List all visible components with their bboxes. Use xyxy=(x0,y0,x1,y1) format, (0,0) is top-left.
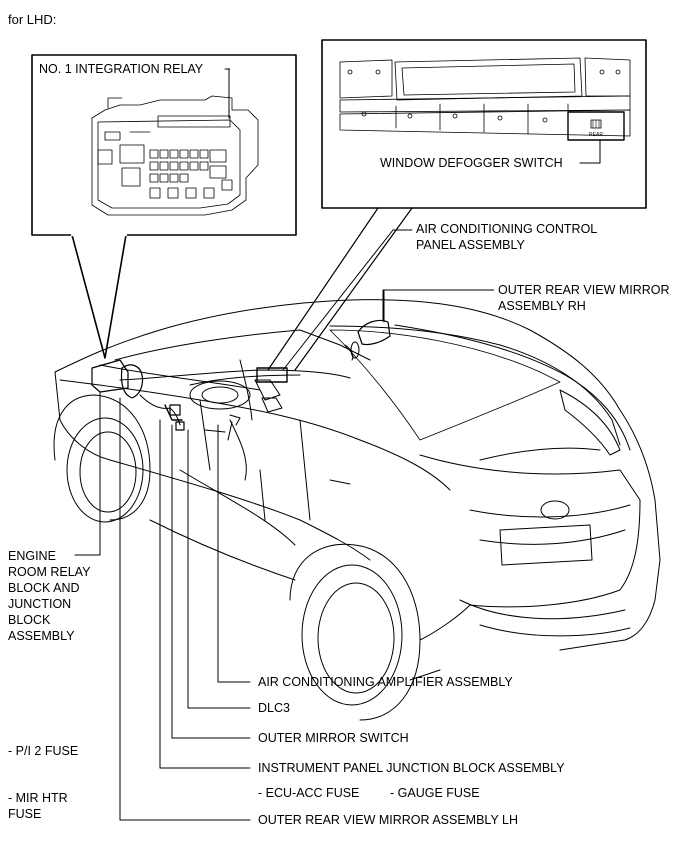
header-text: for LHD: xyxy=(8,12,57,27)
integration-relay-block-drawing xyxy=(91,95,259,216)
ac-amplifier-label: AIR CONDITIONING AMPLIFIER ASSEMBLY xyxy=(258,675,513,689)
integration-relay-label: NO. 1 INTEGRATION RELAY xyxy=(39,62,204,76)
ac-control-panel-label-line1: AIR CONDITIONING CONTROL xyxy=(416,222,598,236)
ac-control-panel-label-line2: PANEL ASSEMBLY xyxy=(416,238,525,252)
mir-htr-fuse-label-line1: - MIR HTR xyxy=(8,791,68,805)
defogger-switch-label: WINDOW DEFOGGER SWITCH xyxy=(380,156,563,170)
engine-room-label-line2: ROOM RELAY xyxy=(8,565,91,579)
mir-htr-fuse-label-line2: FUSE xyxy=(8,807,42,821)
engine-room-label-line4: JUNCTION xyxy=(8,597,72,611)
pi2-fuse-label: - P/I 2 FUSE xyxy=(8,744,79,758)
ac-control-panel-drawing xyxy=(339,57,631,141)
outer-mirror-switch-label: OUTER MIRROR SWITCH xyxy=(258,731,409,745)
vehicle-outline xyxy=(53,299,661,721)
engine-room-label-line6: ASSEMBLY xyxy=(8,629,75,643)
engine-room-label-line3: BLOCK AND xyxy=(8,581,80,595)
gauge-fuse-label: - GAUGE FUSE xyxy=(390,786,480,800)
mirror-rh-label-line1: OUTER REAR VIEW MIRROR xyxy=(498,283,670,297)
ac-panel-inset-box xyxy=(321,39,647,209)
dlc3-label: DLC3 xyxy=(258,701,290,715)
mirror-rh-label-line2: ASSEMBLY RH xyxy=(498,299,586,313)
ecu-acc-fuse-label: - ECU-ACC FUSE xyxy=(258,786,360,800)
mirror-lh-label: OUTER REAR VIEW MIRROR ASSEMBLY LH xyxy=(258,813,519,827)
engine-room-label-line5: BLOCK xyxy=(8,613,51,627)
rear-switch-text: REAR xyxy=(589,132,603,138)
integration-relay-inset-box xyxy=(31,54,297,236)
ip-junction-block-label: INSTRUMENT PANEL JUNCTION BLOCK ASSEMBLY xyxy=(258,761,565,775)
engine-room-label-line1: ENGINE xyxy=(8,549,56,563)
